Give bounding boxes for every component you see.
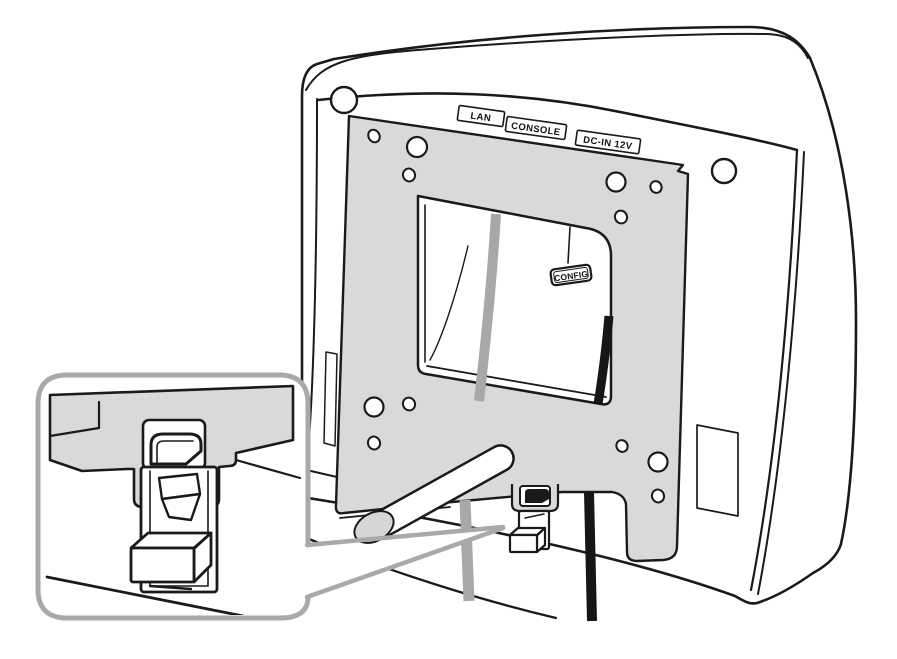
security-latch <box>508 484 560 554</box>
lan-cable-in-bay <box>474 213 501 402</box>
back-panel-top-edge <box>316 92 799 152</box>
screw-hole <box>401 396 417 412</box>
screw-hole <box>363 396 385 418</box>
screw-hole <box>401 167 417 183</box>
port-label-lan-text: LAN <box>470 111 492 125</box>
config-tag-box <box>549 263 593 287</box>
screw-hole <box>366 435 382 451</box>
cable-opening: CONFIG <box>416 194 614 406</box>
detail-hook-inner-line <box>156 440 194 464</box>
detail-device-bottom-line <box>45 575 245 615</box>
port-label-console: CONSOLE <box>504 115 568 141</box>
power-cable-in-bay <box>593 315 614 405</box>
port-label-console-box <box>504 115 568 141</box>
corner-screw-boss-left <box>329 85 359 115</box>
callout-pointer-upper-line <box>304 524 506 548</box>
screw-hole <box>650 488 666 504</box>
side-vent-slot <box>323 351 338 447</box>
port-labels: LAN CONSOLE DC-IN 12V <box>456 104 642 155</box>
screw-hole <box>405 135 429 159</box>
screw-hole <box>615 439 629 453</box>
screw-hole <box>367 128 381 144</box>
corner-screw-boss-right <box>710 157 738 185</box>
mounting-plate: CONFIG <box>334 114 690 563</box>
port-label-dc-in: DC-IN 12V <box>574 129 642 155</box>
screw-hole <box>649 180 663 194</box>
screwdriver <box>353 444 515 544</box>
detail-lock-block-front <box>129 546 196 584</box>
back-panel-right-seam <box>749 148 799 592</box>
port-label-lan: LAN <box>456 104 506 128</box>
screw-hole <box>613 209 629 225</box>
detail-hook-wedge-lower <box>160 492 202 522</box>
config-tag-text: CONFIG <box>553 269 588 284</box>
callout-pointer-lower-line <box>304 525 506 600</box>
config-tag-inner-border <box>553 267 589 283</box>
opening-bottom-lip <box>426 365 607 398</box>
cable-opening-frame <box>416 194 613 406</box>
power-cable-hanging <box>584 491 597 622</box>
screw-hole <box>647 451 669 473</box>
callout-bubble <box>35 372 506 621</box>
plate-screw-holes <box>363 128 669 504</box>
port-label-lan-box <box>456 104 506 128</box>
side-right-seam <box>757 151 805 595</box>
cable-silhouette-line <box>429 245 469 361</box>
spec-label-sticker <box>696 424 739 517</box>
port-label-dc-in-box <box>574 129 642 155</box>
latch-tab-detail-line <box>524 513 545 519</box>
config-tag-string <box>567 226 571 264</box>
lan-cable-hanging <box>459 499 475 602</box>
detail-block-shadow-line <box>148 584 193 591</box>
callout-bubble-border <box>35 372 311 621</box>
latch-hook <box>525 489 549 503</box>
screw-hole <box>605 171 627 193</box>
lock-block-front <box>508 533 539 554</box>
detail-plate-step-lines <box>48 400 302 480</box>
config-tag: CONFIG <box>549 263 593 287</box>
latch-detail-view <box>45 384 302 615</box>
top-face-seam <box>305 32 809 91</box>
